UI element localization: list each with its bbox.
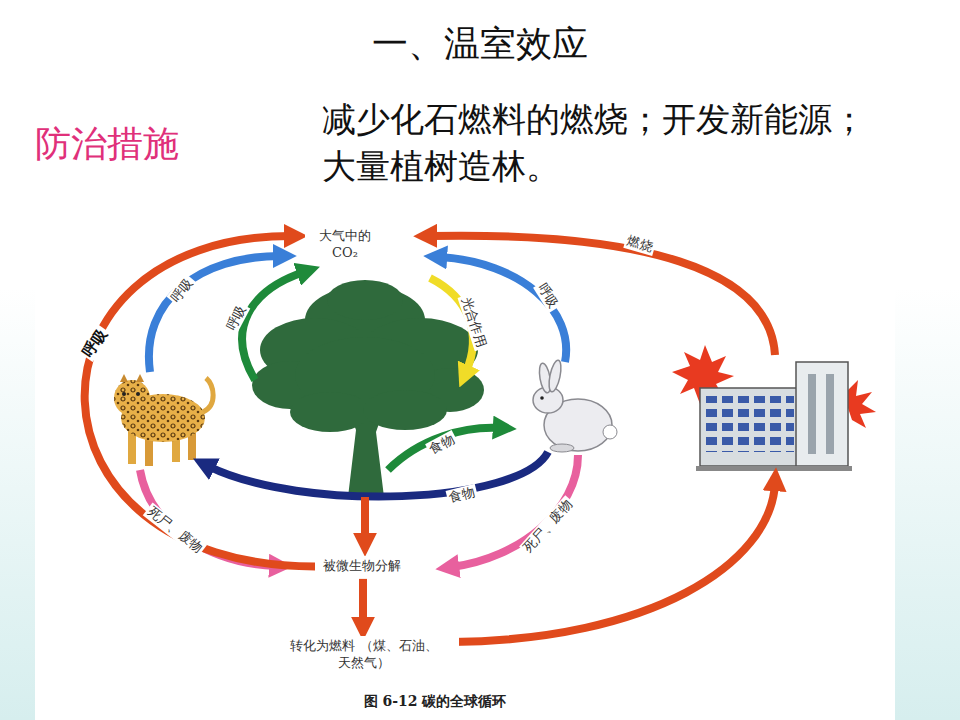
factory xyxy=(672,345,876,471)
respiration-arrow xyxy=(149,256,280,372)
food-arrow xyxy=(388,428,500,470)
rabbit xyxy=(533,359,617,452)
measures-text: 减少化石燃料的燃烧；开发新能源；大量植树造林。 xyxy=(322,96,892,190)
waste-arrow xyxy=(452,455,578,567)
node-text: 大气中的 CO₂ xyxy=(310,228,380,262)
section-heading: 防治措施 xyxy=(35,120,179,169)
decay-arrow xyxy=(361,497,369,540)
combustion-arrow xyxy=(430,236,775,355)
carbon-flow-arrow xyxy=(85,236,315,566)
food-arrow xyxy=(208,452,548,497)
respiration-arrow xyxy=(440,257,566,362)
figure-caption: 图 6-12 碳的全球循环 xyxy=(235,693,635,711)
node-text: 被微生物分解 xyxy=(323,558,401,575)
atmosphere-box: 大气中的 CO₂ xyxy=(305,226,385,264)
leopard xyxy=(114,374,213,466)
fuel-box: 转化为燃料 （煤、石油、天然气） xyxy=(269,636,459,674)
node-text: 转化为燃料 （煤、石油、天然气） xyxy=(274,638,454,672)
carbon-flow-arrow xyxy=(359,579,367,624)
tree xyxy=(252,280,484,497)
decomposition-box: 被微生物分解 xyxy=(318,556,406,577)
respiration-arrow xyxy=(242,272,304,380)
slide-title: 一、温室效应 xyxy=(0,20,960,69)
fuel-arrow xyxy=(452,484,775,642)
